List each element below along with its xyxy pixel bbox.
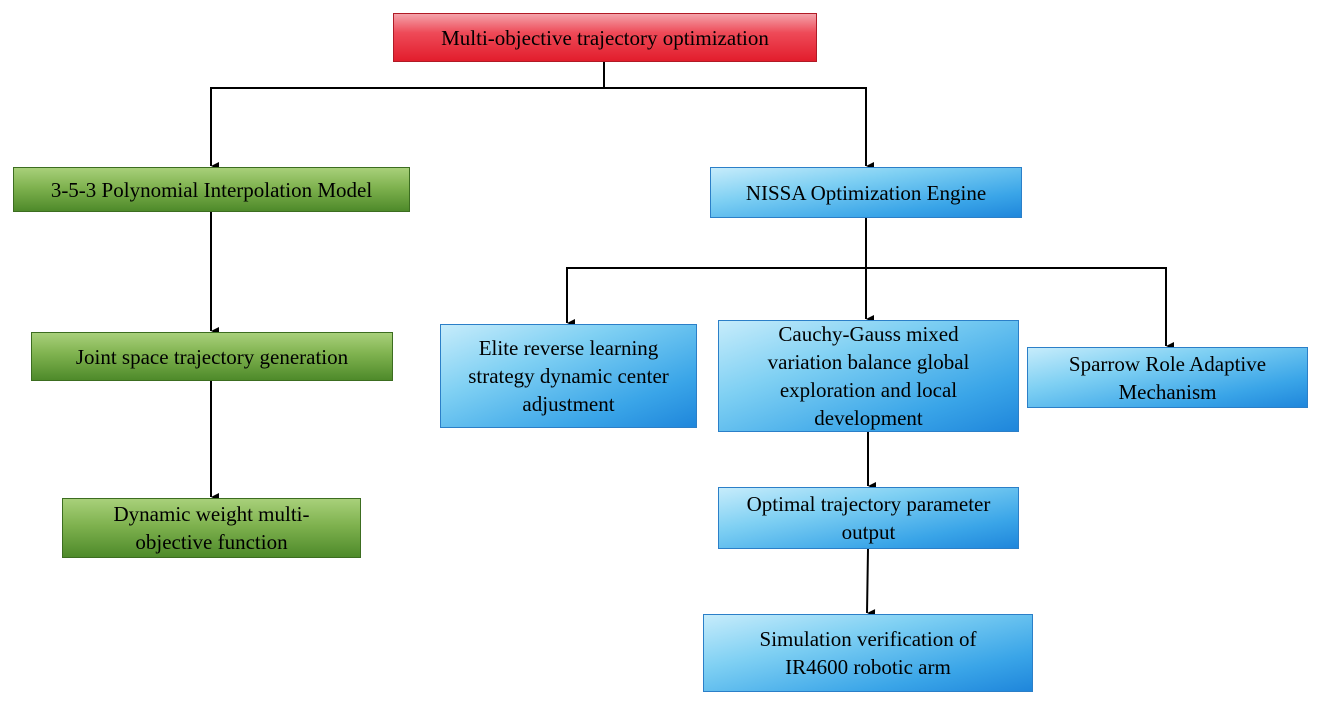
simulation-node: Simulation verification of IR4600 roboti…: [703, 614, 1033, 692]
edge-optimal-output-to-simulation: [866, 548, 876, 618]
optimal-output-label: Optimal trajectory parameter output: [746, 492, 991, 544]
edge-engine-to-sparrow-role: [866, 267, 1174, 350]
edge-root-to-engine: [604, 87, 874, 170]
sparrow-role-label: Sparrow Role Adaptive Mechanism: [1068, 351, 1267, 404]
sparrow-role-node: Sparrow Role Adaptive Mechanism: [1027, 347, 1308, 408]
edge-root-to-polynomial-model: [210, 62, 605, 170]
optimal-output-node: Optimal trajectory parameter output: [718, 487, 1019, 549]
dynamic-weight-label: Dynamic weight multi-objective function: [113, 502, 310, 554]
root-node: Multi-objective trajectory optimization: [393, 13, 817, 62]
polynomial-model-label: 3-5-3 Polynomial Interpolation Model: [50, 177, 373, 202]
edge-engine-to-elite-reverse: [566, 267, 866, 327]
dynamic-weight-node: Dynamic weight multi-objective function: [62, 498, 361, 558]
polynomial-model-node: 3-5-3 Polynomial Interpolation Model: [13, 167, 410, 212]
cauchy-gauss-node: Cauchy-Gauss mixed variation balance glo…: [718, 320, 1019, 432]
joint-space-label: Joint space trajectory generation: [75, 344, 349, 369]
simulation-label: Simulation verification of IR4600 roboti…: [759, 627, 977, 679]
engine-label: NISSA Optimization Engine: [745, 180, 987, 205]
elite-reverse-node: Elite reverse learning strategy dynamic …: [440, 324, 697, 428]
cauchy-gauss-label: Cauchy-Gauss mixed variation balance glo…: [767, 322, 970, 430]
joint-space-node: Joint space trajectory generation: [31, 332, 393, 381]
elite-reverse-label: Elite reverse learning strategy dynamic …: [468, 336, 669, 416]
engine-node: NISSA Optimization Engine: [710, 167, 1022, 218]
root-node-label: Multi-objective trajectory optimization: [441, 25, 769, 50]
